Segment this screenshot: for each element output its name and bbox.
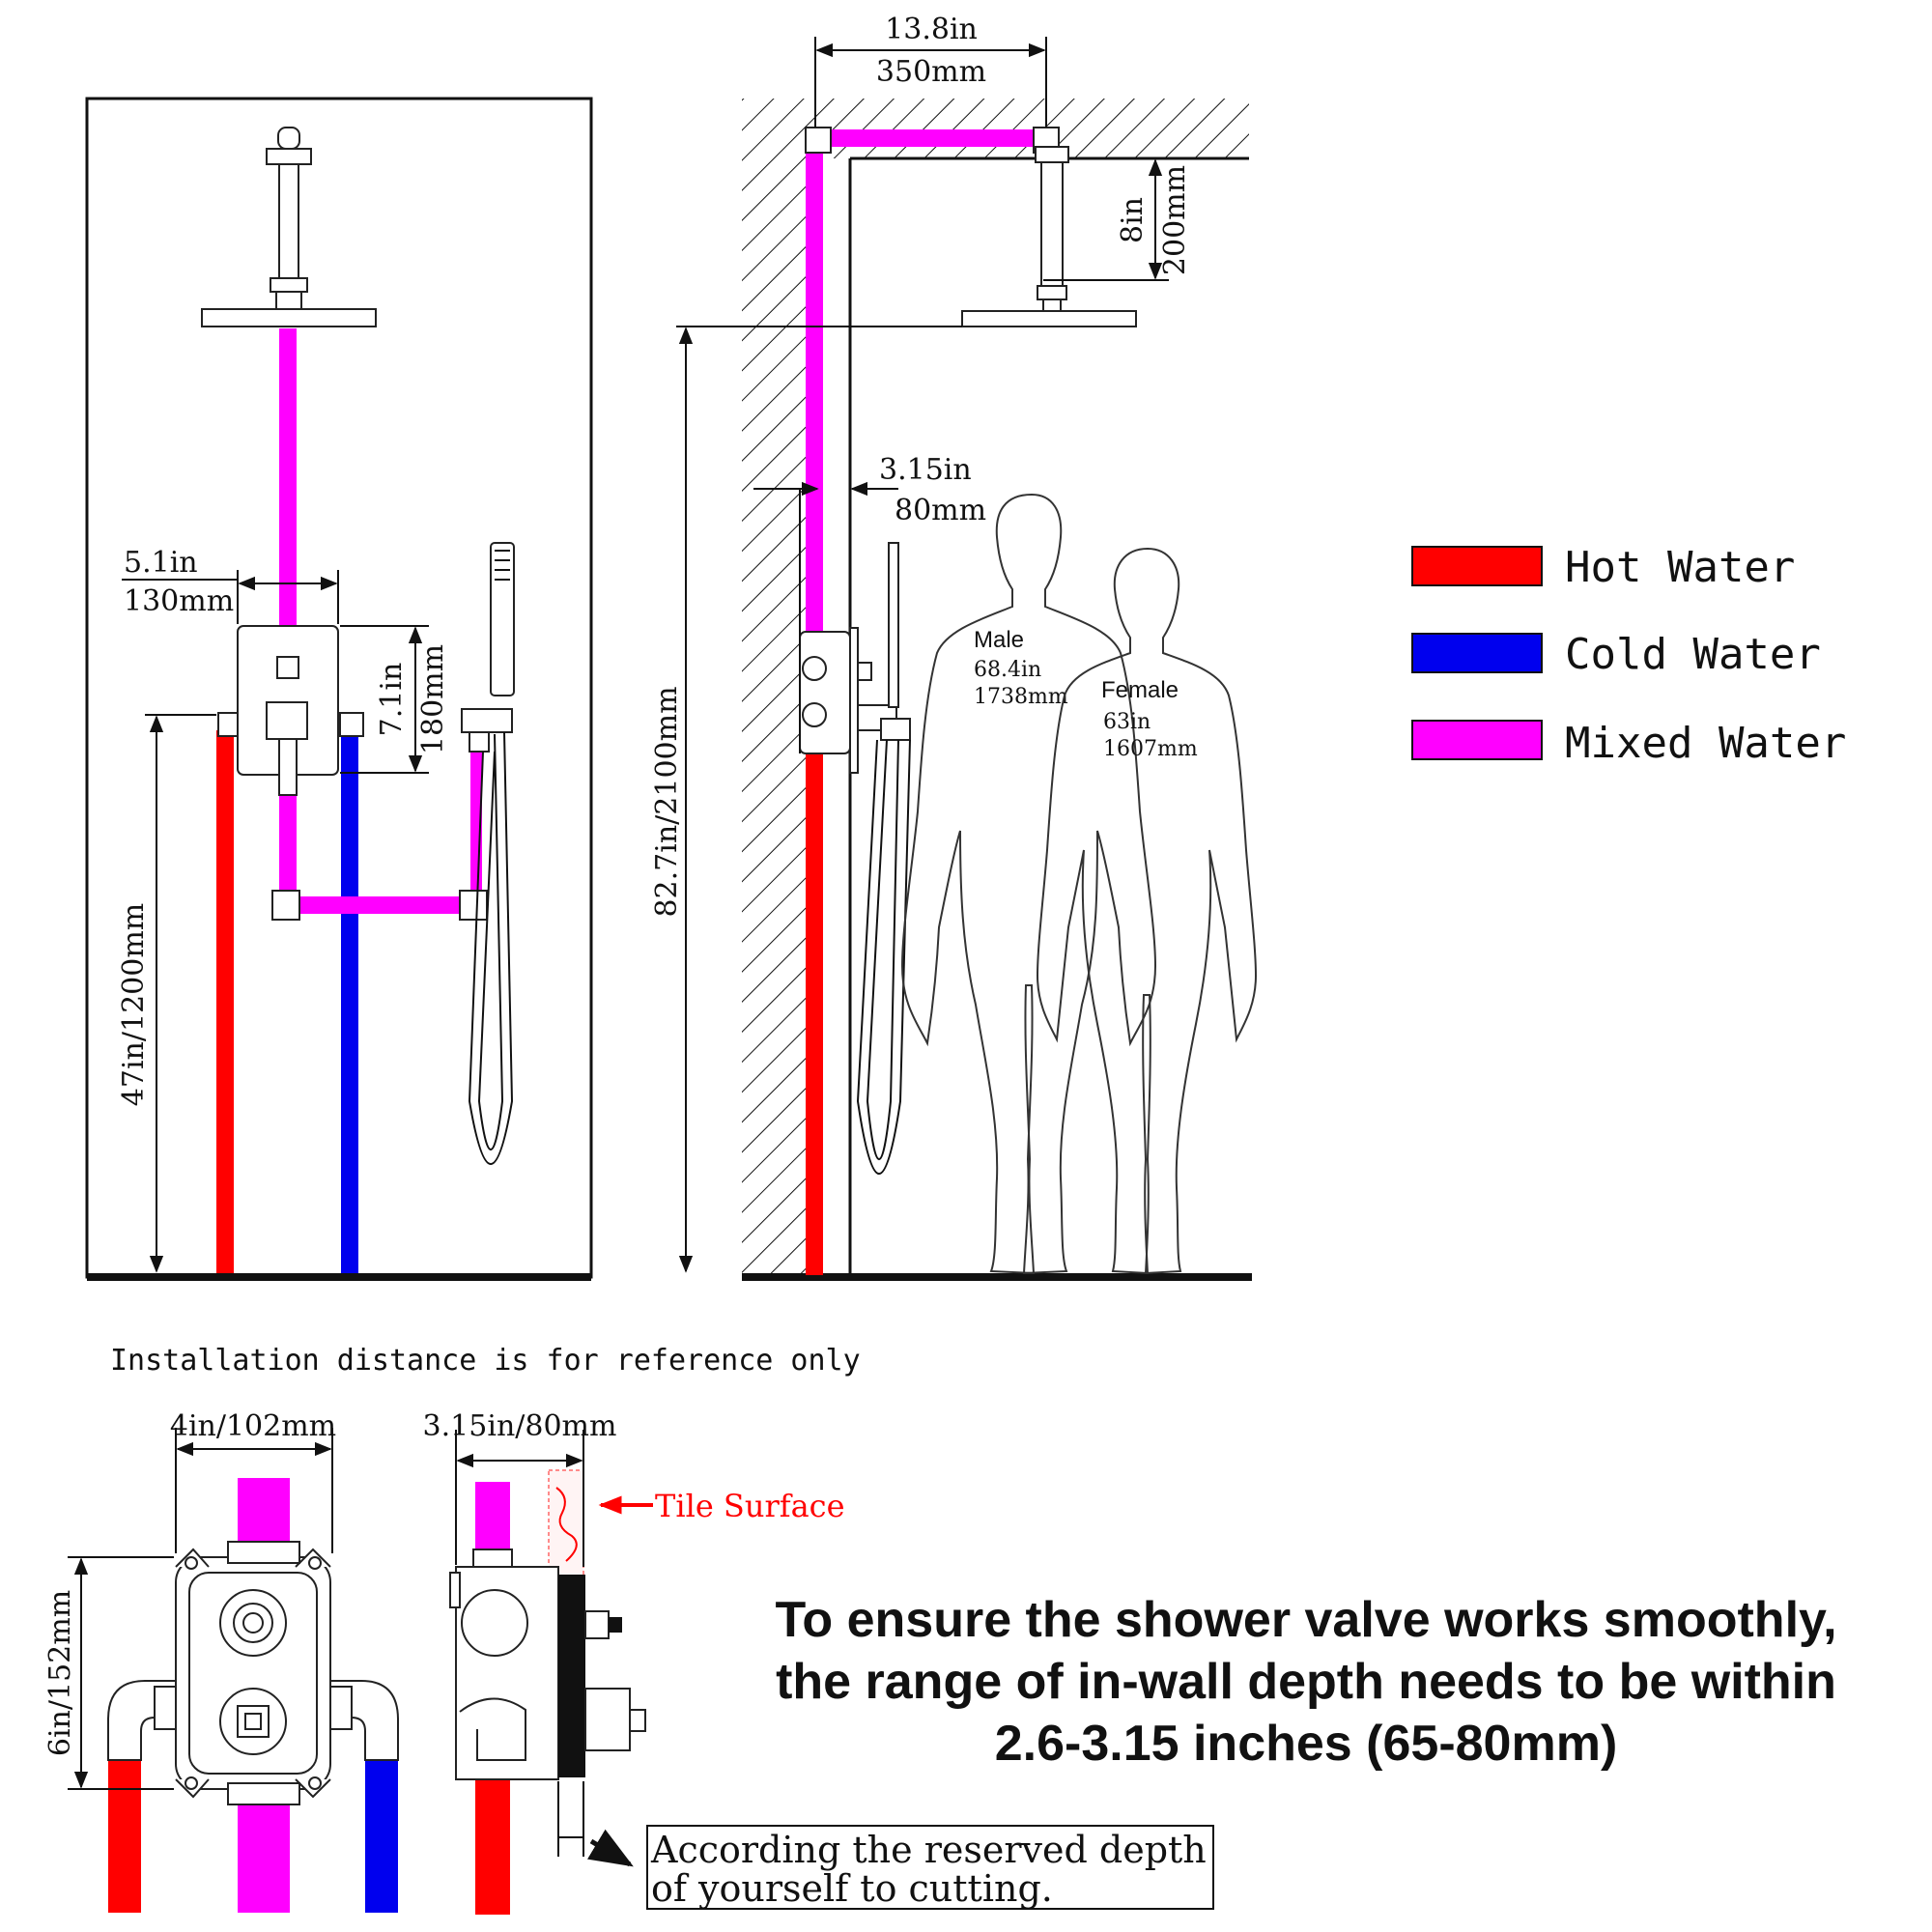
floor-line [87,1273,591,1281]
mixed-down-pipe [279,784,297,902]
wall-depth-in: 3.15in [879,453,972,487]
valve-side-profile [799,627,897,774]
rain-shower-head [201,127,377,327]
valve-floor-dimension: 47in/1200mm [117,714,216,1273]
mixed-horizontal-pipe [290,896,475,914]
message-line3: 2.6-3.15 inches (65-80mm) [995,1716,1618,1772]
message-line1: To ensure the shower valve works smoothl… [775,1592,1836,1648]
hand-shower [461,542,515,1165]
cut-note: According the reserved depth of yourself… [646,1825,1214,1910]
message-line2: the range of in-wall depth needs to be w… [776,1654,1836,1710]
drop-mm: 200mm [1158,165,1192,275]
detail-side-hot-pipe [475,1760,510,1915]
valve-width-dimension: 5.1in 130mm [122,546,339,624]
tile-surface-label: Tile Surface [655,1488,845,1524]
valve-floor-height: 47in/1200mm [117,903,151,1106]
female-label: Female [1101,677,1179,703]
valve-detail-depth: 3.15in/80mm [423,1409,617,1443]
male-label: Male [974,627,1024,653]
valve-detail-front: 4in/102mm 6in/152mm [43,1409,399,1913]
valve-height-in: 7.1in [375,663,409,737]
arm-length-mm: 350mm [876,55,986,89]
valve-trim-plate [237,625,339,796]
drop-in: 8in [1116,197,1150,243]
floor-line-side [742,1273,1252,1281]
head-height-dimension: 82.7in/2100mm [650,326,962,1273]
wall-depth-mm: 80mm [895,494,986,527]
legend-hot-label: Hot Water [1565,543,1795,592]
hot-pipe-side [806,753,823,1275]
female-figure: Female 63in 1607mm [1036,547,1258,1275]
legend-hot-swatch [1411,546,1543,586]
legend: Hot Water Cold Water Mixed Water [1411,543,1846,768]
legend-cold-swatch [1411,633,1543,673]
legend-cold-label: Cold Water [1565,630,1821,679]
hot-water-pipe [216,730,234,1273]
male-height-mm: 1738mm [974,685,1068,709]
female-height-mm: 1607mm [1103,737,1198,761]
ceiling-shower-arm [961,146,1137,327]
depth-requirement-message: To ensure the shower valve works smoothl… [775,1592,1836,1772]
detail-cold-pipe [365,1758,398,1913]
elbow-fitting-right [459,890,488,921]
male-height-in: 68.4in [974,658,1041,682]
male-figure: Male 68.4in 1738mm [900,493,1157,1275]
drop-dimension: 8in 200mm [1043,158,1192,281]
valve-height-mm: 180mm [416,644,450,754]
cold-inlet-fitting [339,712,364,737]
valve-detail-height: 6in/152mm [43,1590,77,1756]
reference-note: Installation distance is for reference o… [110,1344,861,1378]
wall-depth-dimension: 3.15in 80mm [753,453,986,753]
valve-detail-side: 3.15in/80mm Tile Surface [423,1409,845,1915]
arm-length-dimension: 13.8in 350mm [814,13,1047,128]
legend-mixed-swatch [1411,720,1543,760]
mixed-riser-side [806,143,823,636]
hand-shower-side [856,542,911,1175]
valve-width-in: 5.1in [124,546,198,580]
mixed-ceiling-pipe [817,129,1039,147]
valve-height-dimension: 7.1in 180mm [340,625,450,774]
arm-length-in: 13.8in [885,13,978,46]
female-height-in: 63in [1103,710,1151,734]
detail-hot-pipe [108,1758,141,1913]
mixed-riser-pipe [279,328,297,628]
legend-mixed-label: Mixed Water [1565,719,1846,768]
elbow-fitting [271,890,300,921]
detail-mixed-bottom-pipe [238,1787,290,1913]
cold-water-pipe [341,730,358,1273]
side-view: 13.8in 350mm 8in 200mm 82.7in/2100mm 3.1… [650,13,1258,1281]
head-height-label: 82.7in/2100mm [650,686,684,917]
valve-detail-width: 4in/102mm [170,1409,336,1443]
cut-note-line2: of yourself to cutting. [651,1867,1053,1910]
valve-width-mm: 130mm [124,584,234,618]
cut-note-line1: According the reserved depth [650,1829,1207,1871]
front-view: 5.1in 130mm 7.1in 180mm 47in/1200mm [85,97,593,1281]
